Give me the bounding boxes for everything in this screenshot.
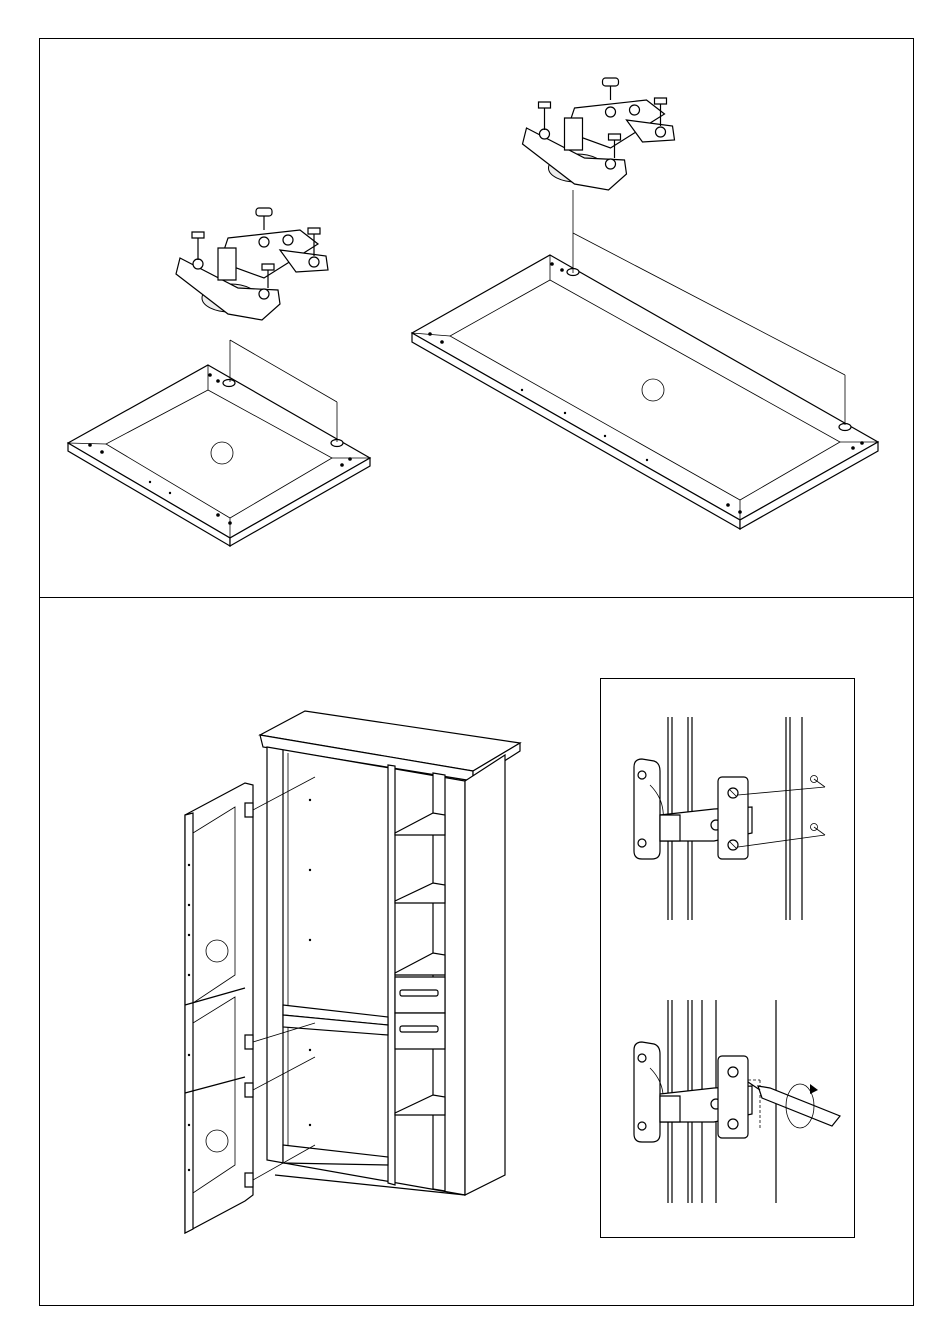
large-panel-guide-lines (565, 185, 855, 435)
screwdriver-icon (748, 1082, 840, 1126)
hinge-clip-detail-illustration (620, 715, 840, 925)
wardrobe-with-open-door-illustration (175, 705, 525, 1240)
hinge-adjustment-detail-illustration (620, 998, 845, 1208)
hinge-icon (168, 200, 338, 330)
small-panel-guide-lines (225, 330, 345, 450)
hinge-icon-large (512, 70, 687, 200)
